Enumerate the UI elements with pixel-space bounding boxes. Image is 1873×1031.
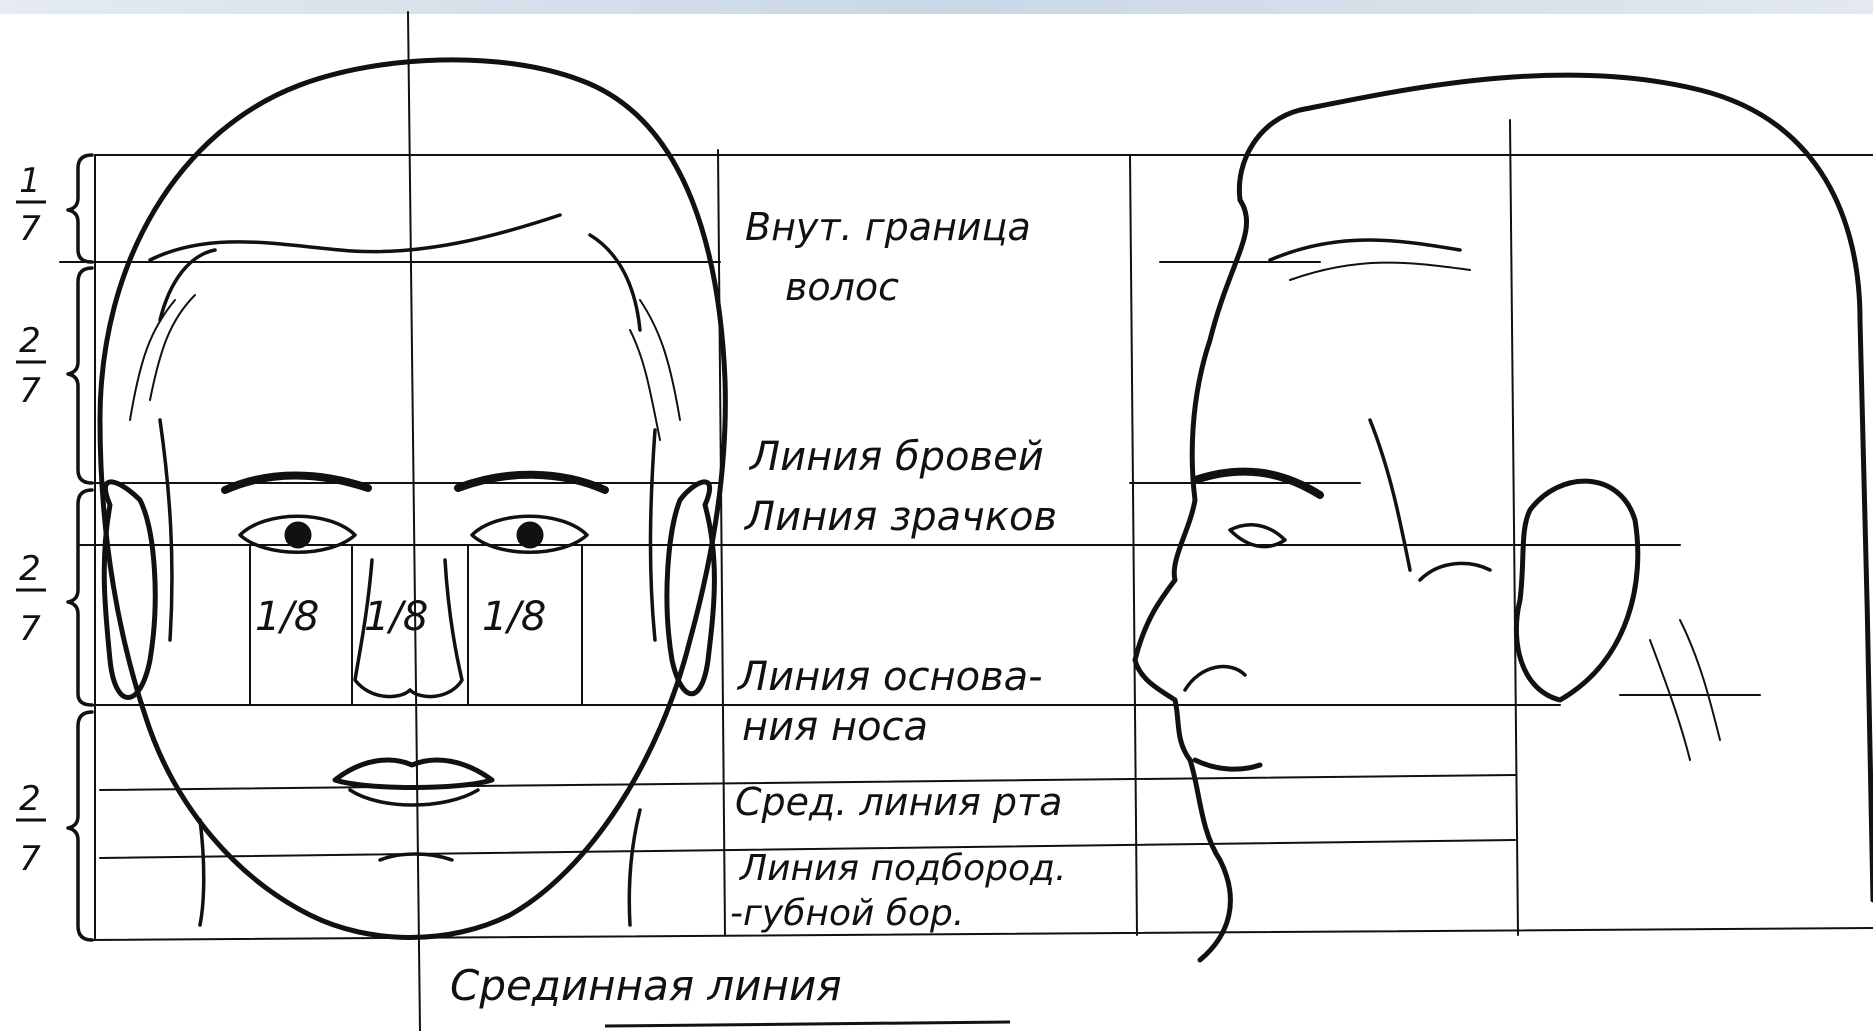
eighth-label-left: 1/8 (255, 594, 319, 640)
mouth (335, 760, 492, 788)
profile-ear (1516, 481, 1637, 700)
label-column-left-line (718, 150, 725, 935)
label-mouth: Сред. линия рта (735, 780, 1062, 824)
svg-text:7: 7 (19, 371, 41, 411)
profile-outline-front (1135, 75, 1860, 960)
top-banner-strip (0, 0, 1873, 14)
right-ear (667, 482, 714, 694)
svg-text:7: 7 (19, 839, 41, 879)
svg-text:7: 7 (19, 209, 41, 249)
frontal-face (100, 60, 725, 938)
proportion-braces (68, 155, 92, 940)
label-brows: Линия бровей (748, 434, 1044, 480)
profile-nostril (1185, 667, 1245, 690)
eighth-label-center: 1/8 (364, 594, 428, 640)
profile-head (1135, 75, 1873, 960)
label-nose-base-1: Линия основа- (736, 654, 1043, 700)
svg-text:1: 1 (19, 161, 41, 201)
eighth-label-right: 1/8 (482, 594, 546, 640)
inner-hairline (150, 215, 560, 260)
label-hairline-1: Внут. граница (745, 205, 1031, 249)
svg-text:7: 7 (19, 609, 41, 649)
fraction-top: 1 7 (16, 161, 46, 249)
label-midline: Срединная линия (450, 961, 842, 1010)
profile-mouth (1195, 760, 1260, 769)
profile-eye (1230, 525, 1285, 547)
fraction-forehead: 2 7 (16, 321, 46, 411)
label-hairline-2: волос (785, 265, 899, 309)
svg-text:2: 2 (19, 549, 41, 589)
facial-midline (408, 12, 420, 1031)
svg-text:2: 2 (19, 321, 41, 361)
profile-outline-back (1860, 320, 1873, 900)
left-pupil (285, 522, 311, 548)
svg-text:2: 2 (19, 779, 41, 819)
right-pupil (517, 522, 543, 548)
eye-spacing-labels: 1/8 1/8 1/8 (255, 594, 546, 640)
label-chin-2: -губной бор. (730, 893, 964, 934)
label-pupils: Линия зрачков (743, 494, 1057, 540)
fraction-lower: 2 7 (16, 779, 46, 879)
fraction-middle: 2 7 (16, 549, 46, 649)
label-chin-1: Линия подбород. (738, 848, 1066, 889)
profile-vertical-line (1510, 120, 1518, 935)
label-nose-base-2: ния носа (742, 704, 928, 750)
midline-label-underline (605, 1022, 1010, 1026)
